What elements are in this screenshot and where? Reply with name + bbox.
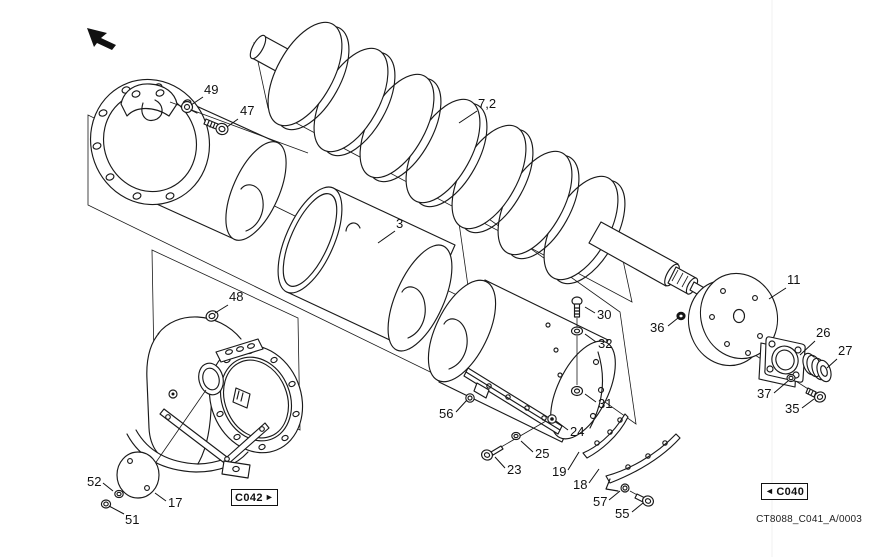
screw-24-drawing — [547, 414, 557, 424]
part-callout-17: 17 — [168, 495, 182, 510]
ref-link-c042[interactable]: C042► — [231, 489, 279, 506]
leader-line-32 — [584, 333, 597, 343]
right-triangle-icon: ► — [264, 492, 275, 502]
part-callout-11: 11 — [787, 272, 801, 287]
middle-tube-3-drawing — [277, 186, 456, 352]
part-callout-56: 56 — [439, 406, 453, 421]
leader-line-47 — [226, 118, 239, 128]
eyebolt-49-drawing — [180, 100, 198, 114]
bolt-47-drawing — [203, 118, 229, 136]
bolt-23-drawing — [481, 445, 504, 461]
part-callout-51: 51 — [125, 512, 139, 527]
leader-line-11 — [768, 287, 787, 300]
end-group-drawing — [676, 272, 832, 403]
gearbox-housing-drawing — [126, 316, 304, 479]
part-callout-7-2: 7,2 — [478, 96, 496, 111]
leader-line-7-2 — [458, 110, 478, 124]
leader-line-31 — [584, 393, 597, 403]
leader-line-49 — [190, 96, 204, 106]
leader-line-3 — [377, 230, 396, 244]
washer-52-drawing — [114, 489, 124, 499]
bolt-55-drawing — [634, 493, 654, 507]
bolt-35-drawing — [805, 387, 827, 403]
leader-line-26 — [799, 340, 816, 356]
part-callout-57: 57 — [593, 494, 607, 509]
part-callout-49: 49 — [204, 82, 218, 97]
leader-line-19 — [567, 451, 580, 471]
leader-line-24 — [555, 420, 569, 431]
part-callout-24: 24 — [570, 424, 584, 439]
part-callout-30: 30 — [597, 307, 611, 322]
nut-36-drawing — [676, 311, 686, 321]
leader-line-37 — [773, 380, 789, 394]
leader-line-27 — [826, 358, 838, 369]
leader-line-25 — [520, 440, 534, 453]
part-callout-32: 32 — [598, 336, 612, 351]
leader-line-48 — [214, 304, 229, 314]
bearing-flange-26-drawing — [758, 336, 806, 388]
part-callout-3: 3 — [396, 216, 403, 231]
part-callout-47: 47 — [240, 103, 254, 118]
leader-line-18 — [588, 468, 600, 484]
part-callout-18: 18 — [573, 477, 587, 492]
bolt-stack-30-32-31-drawing — [570, 296, 584, 397]
left-triangle-icon: ◄ — [765, 486, 775, 496]
screw-56-drawing — [465, 393, 475, 403]
part-callout-35: 35 — [785, 401, 799, 416]
leader-line-56 — [455, 399, 468, 413]
leader-line-35 — [801, 398, 815, 409]
wear-plates-drawing — [582, 413, 681, 498]
leader-line-36 — [667, 317, 679, 327]
washer-25-drawing — [511, 431, 521, 441]
part-callout-55: 55 — [615, 506, 629, 521]
leader-line-57 — [608, 490, 621, 501]
part-callout-48: 48 — [229, 289, 243, 304]
trough-drawing — [427, 279, 616, 455]
nut-48-drawing — [205, 310, 219, 322]
part-callout-19: 19 — [552, 464, 566, 479]
nut-57-drawing — [620, 483, 630, 493]
flange-bolt-holes — [92, 83, 192, 200]
ref-c040-label: C040 — [776, 485, 805, 498]
leader-line-52 — [102, 482, 114, 492]
part-callout-36: 36 — [650, 320, 664, 335]
part-callout-37: 37 — [757, 386, 771, 401]
bushing-27-drawing — [802, 352, 832, 383]
auger-screw-drawing — [249, 21, 710, 300]
part-callout-52: 52 — [87, 474, 101, 489]
part-callout-26: 26 — [816, 325, 830, 340]
nut-51-drawing — [100, 499, 112, 509]
ref-c042-label: C042 — [235, 491, 263, 504]
leader-line-30 — [584, 306, 596, 314]
direction-arrow-icon — [87, 28, 116, 50]
part-callout-23: 23 — [507, 462, 521, 477]
callouts-layer: 49 47 7,2 3 48 30 32 31 36 11 26 27 37 35 56 24 25 23 19 18… — [87, 82, 852, 527]
leader-line-55 — [631, 502, 644, 513]
part-callout-25: 25 — [535, 446, 549, 461]
washer-37-drawing — [786, 373, 796, 383]
part-callout-27: 27 — [838, 343, 852, 358]
leader-line-23 — [494, 456, 506, 469]
ref-link-c040[interactable]: ◄C040 — [761, 483, 809, 500]
leader-line-51 — [108, 505, 125, 515]
leader-line-17 — [154, 492, 167, 502]
drawing-code: CT8088_C041_A/0003 — [756, 514, 862, 525]
part-callout-31: 31 — [598, 396, 612, 411]
cover-17-drawing — [116, 451, 160, 499]
intake-tube-drawing — [89, 78, 309, 241]
